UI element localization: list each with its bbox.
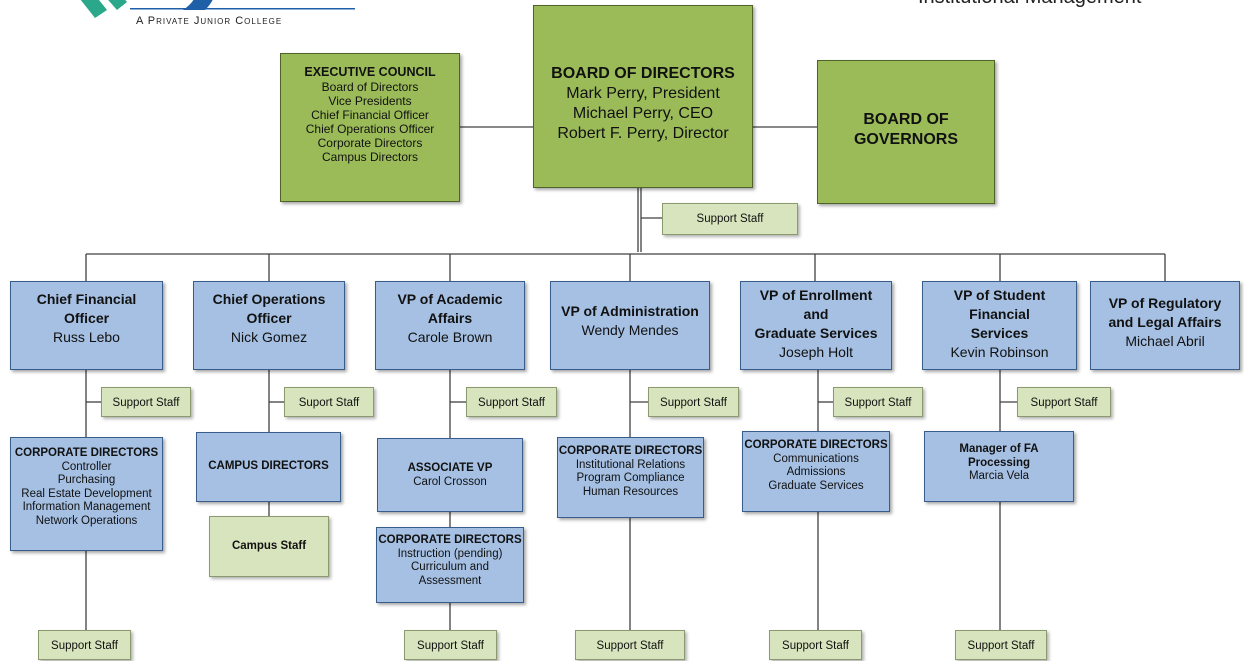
director-line: Graduate Services (768, 479, 864, 492)
vp-title-line: Affairs (427, 310, 473, 326)
member-line: Corporate Directors (317, 136, 423, 150)
executive-council-title: EXECUTIVE COUNCIL (304, 65, 436, 79)
board-of-governors-box: BOARD OF GOVERNORS (817, 60, 995, 204)
board-of-directors-title: BOARD OF DIRECTORS (551, 65, 735, 82)
associate-vp-name: Carol Crosson (413, 475, 487, 488)
director-line: Communications (773, 452, 859, 465)
corporate-directors-box: CORPORATE DIRECTORS Communications Admis… (742, 431, 890, 512)
vp-name: Carole Brown (407, 329, 493, 345)
support-staff-box: Support Staff (1017, 387, 1111, 417)
manager-title-line: Manager of FA (959, 443, 1039, 455)
director-line: Human Resources (582, 485, 679, 498)
vp-title-line: Services (970, 325, 1029, 341)
vp-box-enrollment: VP of Enrollment and Graduate Services J… (740, 281, 892, 370)
vp-box-regulatory-legal: VP of Regulatory and Legal Affairs Micha… (1090, 281, 1240, 370)
director-line: Instruction (pending) (397, 547, 503, 560)
vp-name: Joseph Holt (779, 344, 853, 360)
support-staff-box: Support Staff (101, 387, 191, 417)
support-staff-box: Support Staff (769, 630, 862, 660)
vp-title-line: VP of Academic (397, 291, 503, 307)
vp-title-line: VP of Regulatory (1108, 295, 1222, 311)
member-line: Campus Directors (321, 150, 419, 164)
vp-title-line: and Legal Affairs (1108, 314, 1222, 330)
campus-directors-title: CAMPUS DIRECTORS (208, 460, 329, 472)
executive-council-box: EXECUTIVE COUNCIL Board of Directors Vic… (280, 53, 460, 202)
logo-tagline: A Private Junior College (136, 15, 283, 27)
member-line: Robert F. Perry, Director (557, 125, 729, 142)
member-line: Vice Presidents (328, 94, 412, 108)
director-line: Purchasing (57, 474, 116, 486)
director-line: Information Management (22, 501, 151, 513)
vp-box-cfo: Chief Financial Officer Russ Lebo (10, 281, 163, 370)
vp-name: Michael Abril (1125, 333, 1205, 349)
vp-title-line: Chief Financial (36, 291, 137, 307)
corporate-directors-box: CORPORATE DIRECTORS Instruction (pending… (376, 527, 524, 603)
director-line: Assessment (418, 574, 482, 587)
director-line: Real Estate Development (21, 487, 152, 500)
member-line: Michael Perry, CEO (572, 105, 714, 122)
member-line: Board of Directors (321, 80, 419, 94)
logo-mark-icon (80, 0, 355, 18)
support-staff-box: Support Staff (575, 630, 685, 660)
support-staff-box: Support Staff (955, 630, 1047, 660)
director-line: Curriculum and (411, 561, 489, 573)
support-staff-box: Support Staff (404, 630, 497, 660)
vp-title-line: VP of Student (953, 287, 1046, 303)
support-staff-box: Support Staff (648, 387, 739, 417)
corporate-directors-title: CORPORATE DIRECTORS (14, 447, 159, 459)
vp-title-line: Officer (63, 310, 110, 326)
director-line: Institutional Relations (575, 458, 686, 471)
support-staff-box: Support Staff (38, 630, 131, 660)
vp-box-student-financial: VP of Student Financial Services Kevin R… (922, 281, 1077, 370)
vp-box-academic-affairs: VP of Academic Affairs Carole Brown (375, 281, 525, 370)
corporate-directors-title: CORPORATE DIRECTORS (558, 445, 703, 457)
vp-name: Russ Lebo (53, 329, 120, 345)
campus-staff-box: Campus Staff (209, 516, 329, 577)
vp-title-line: Financial (969, 306, 1030, 322)
governors-title-line: GOVERNORS (853, 131, 958, 148)
vp-name: Nick Gomez (230, 329, 308, 345)
associate-vp-box: ASSOCIATE VP Carol Crosson (377, 438, 523, 512)
board-of-directors-box: BOARD OF DIRECTORS Mark Perry, President… (533, 5, 753, 188)
vp-box-administration: VP of Administration Wendy Mendes (550, 281, 710, 370)
vp-box-coo: Chief Operations Officer Nick Gomez (193, 281, 345, 370)
director-line: Network Operations (35, 514, 138, 527)
vp-title-line: and (803, 306, 829, 322)
director-line: Program Compliance (576, 472, 685, 484)
manager-title-line: Processing (968, 456, 1030, 469)
vp-name: Wendy Mendes (581, 322, 679, 338)
vp-title-line: Graduate Services (754, 325, 878, 341)
corporate-directors-title: CORPORATE DIRECTORS (744, 439, 888, 451)
support-staff-box: Support Staff (833, 387, 923, 417)
campus-staff-title: Campus Staff (231, 540, 307, 552)
associate-vp-title: ASSOCIATE VP (407, 462, 493, 474)
governors-title-line: BOARD OF (863, 111, 949, 128)
corporate-directors-box: CORPORATE DIRECTORS Institutional Relati… (557, 437, 704, 518)
director-line: Admissions (786, 466, 846, 478)
manager-name: Marcia Vela (968, 470, 1030, 482)
vp-title-line: VP of Enrollment (759, 287, 873, 303)
member-line: Mark Perry, President (566, 85, 720, 102)
vp-title-line: Officer (246, 310, 292, 326)
support-staff-box: Support Staff (662, 203, 798, 235)
corporate-directors-title: CORPORATE DIRECTORS (378, 534, 522, 546)
vp-name: Kevin Robinson (950, 344, 1049, 360)
college-logo: A Private Junior College (65, 0, 365, 32)
manager-fa-processing-box: Manager of FA Processing Marcia Vela (924, 431, 1074, 502)
corporate-directors-box: CORPORATE DIRECTORS Controller Purchasin… (10, 437, 163, 551)
vp-title-line: VP of Administration (561, 303, 699, 319)
support-staff-box: Suport Staff (284, 387, 374, 417)
member-line: Chief Financial Officer (311, 108, 429, 122)
vp-title-line: Chief Operations (212, 291, 326, 307)
director-line: Controller (61, 460, 112, 473)
page-title: Institutional Management (918, 0, 1141, 9)
member-line: Chief Operations Officer (305, 122, 435, 136)
support-staff-box: Support Staff (466, 387, 557, 417)
campus-directors-box: CAMPUS DIRECTORS (196, 432, 341, 502)
